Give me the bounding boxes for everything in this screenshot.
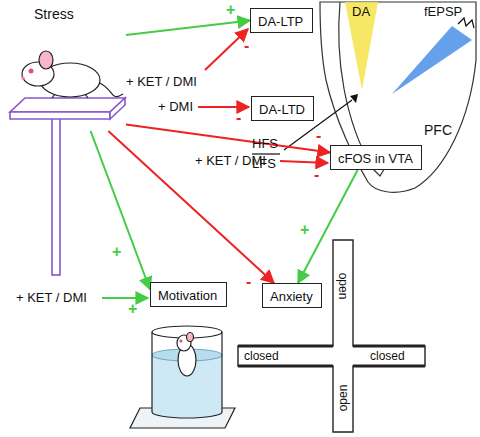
elevated-platform bbox=[10, 98, 125, 275]
effect-sign: - bbox=[316, 128, 321, 144]
process-box: Motivation bbox=[150, 282, 227, 307]
box-label: Anxiety bbox=[270, 289, 313, 305]
effect-sign: - bbox=[244, 38, 249, 54]
recording-beam bbox=[392, 26, 472, 94]
region-label: PFC bbox=[424, 122, 452, 138]
stimulus-title: Stress bbox=[34, 6, 74, 22]
process-box: DA-LTD bbox=[251, 96, 314, 121]
process-box: DA-LTP bbox=[250, 8, 313, 33]
mouse bbox=[21, 51, 123, 98]
drug-arrow bbox=[205, 29, 248, 70]
drug-arrow bbox=[198, 106, 249, 108]
effect-arrow bbox=[108, 131, 274, 283]
treatment-label: + KET / DMI bbox=[16, 290, 87, 306]
treatment-label: + KET / DMI bbox=[126, 74, 197, 90]
effect-sign: + bbox=[300, 222, 309, 238]
treatment-label: + DMI bbox=[158, 99, 193, 115]
electrode-label: fEPSP bbox=[424, 4, 462, 20]
effect-arrow bbox=[126, 125, 330, 153]
effect-arrow bbox=[91, 131, 150, 290]
box-label: DA-LTP bbox=[258, 14, 303, 30]
process-box: Anxiety bbox=[262, 283, 322, 308]
stimulus-label: HFS bbox=[252, 136, 278, 152]
treatment-label: + KET / DMI bbox=[195, 153, 266, 169]
drug-arrow bbox=[280, 161, 328, 163]
effect-sign: - bbox=[236, 110, 241, 126]
brain-slice bbox=[320, 2, 476, 192]
arm-label: closed bbox=[244, 348, 279, 364]
stim-tip bbox=[350, 94, 358, 103]
process-box: cFOS in VTA bbox=[330, 145, 422, 170]
effect-sign: + bbox=[226, 2, 235, 18]
closed-arm-walls bbox=[238, 346, 425, 366]
effect-sign: + bbox=[112, 244, 121, 260]
effect-sign: - bbox=[246, 274, 251, 290]
stressed-mouse: Stress bbox=[8, 3, 126, 131]
effect-arrow bbox=[298, 170, 358, 283]
effect-sign: + bbox=[128, 301, 137, 317]
dopamine-region bbox=[345, 2, 378, 90]
arm-label: open bbox=[335, 273, 351, 300]
arm-label: closed bbox=[370, 348, 405, 364]
box-label: Motivation bbox=[158, 288, 217, 304]
recording-electrode bbox=[458, 18, 474, 28]
region-label: DA bbox=[352, 4, 370, 20]
swim-cylinder bbox=[130, 326, 235, 428]
plus-maze bbox=[238, 240, 425, 432]
arm-label: open bbox=[335, 385, 351, 412]
effect-sign: - bbox=[314, 167, 319, 183]
effect-arrow bbox=[126, 21, 250, 36]
drug-arrow bbox=[102, 297, 148, 299]
box-label: DA-LTD bbox=[259, 102, 305, 118]
box-label: cFOS in VTA bbox=[338, 151, 413, 167]
